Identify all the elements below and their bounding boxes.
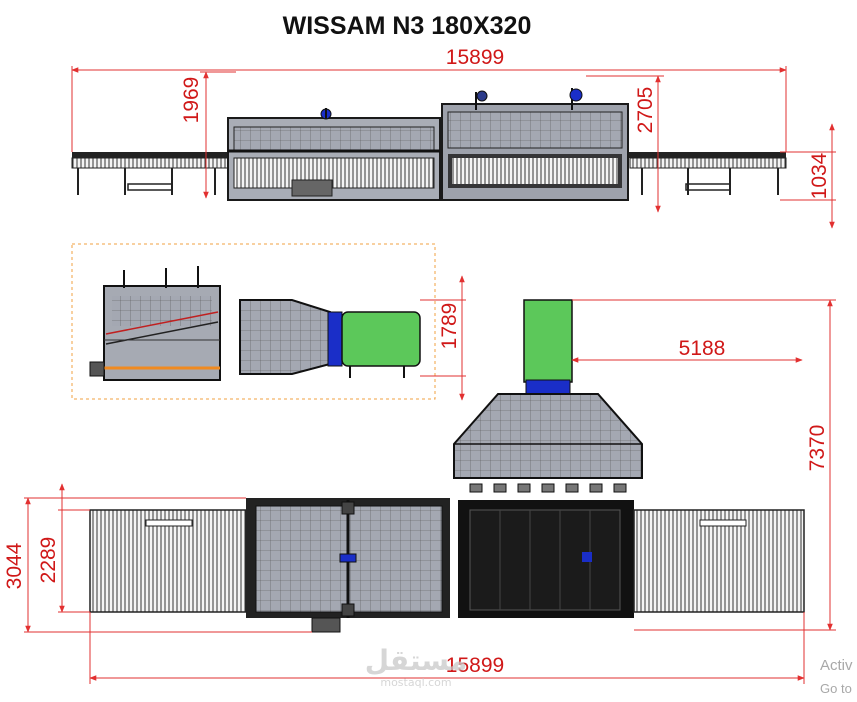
plan-left-loading-table — [89, 509, 247, 613]
watermark: مستقل mostaql.com — [365, 644, 467, 689]
plan-fan-ring — [525, 379, 571, 395]
side-quench-unit — [441, 88, 629, 201]
dim-plan-inner-width: 2289 — [37, 537, 60, 584]
plan-fan-cylinder — [523, 299, 573, 383]
side-elevation-view: 15899 1969 2705 1034 — [71, 46, 836, 229]
drawing-title: WISSAM N3 180X320 — [283, 12, 532, 40]
plan-nozzle-row — [469, 483, 627, 493]
os-activation-line1: Activ — [820, 657, 853, 674]
side-left-loading-table — [71, 157, 229, 195]
end-view: 1789 — [71, 243, 466, 401]
dim-plan-total-length: 15899 — [446, 654, 504, 677]
dim-side-furnace-height: 1969 — [180, 77, 203, 124]
dim-plan-total-depth: 7370 — [806, 425, 829, 472]
side-furnace-unit — [227, 108, 441, 201]
dim-side-total-length: 15899 — [446, 46, 504, 69]
plan-view: 5188 7370 3044 2289 15899 — [3, 299, 836, 684]
plan-right-unloading-table — [633, 509, 805, 613]
watermark-latin: mostaql.com — [380, 676, 451, 689]
side-right-unloading-table — [629, 157, 787, 195]
dim-end-view-height: 1789 — [438, 303, 461, 350]
dim-fan-offset: 5188 — [679, 337, 726, 360]
dim-side-heat-height: 2705 — [634, 87, 657, 134]
end-view-machine — [89, 266, 221, 381]
end-view-frame — [71, 243, 436, 400]
dim-plan-outer-width: 3044 — [3, 542, 26, 589]
watermark-arabic: مستقل — [365, 644, 467, 677]
end-view-duct — [239, 299, 421, 378]
os-activation-line2: Go to — [820, 681, 852, 696]
dim-side-conveyor-height: 1034 — [808, 152, 831, 199]
end-view-fan-cylinder — [341, 311, 421, 367]
plan-air-hopper — [453, 393, 643, 479]
